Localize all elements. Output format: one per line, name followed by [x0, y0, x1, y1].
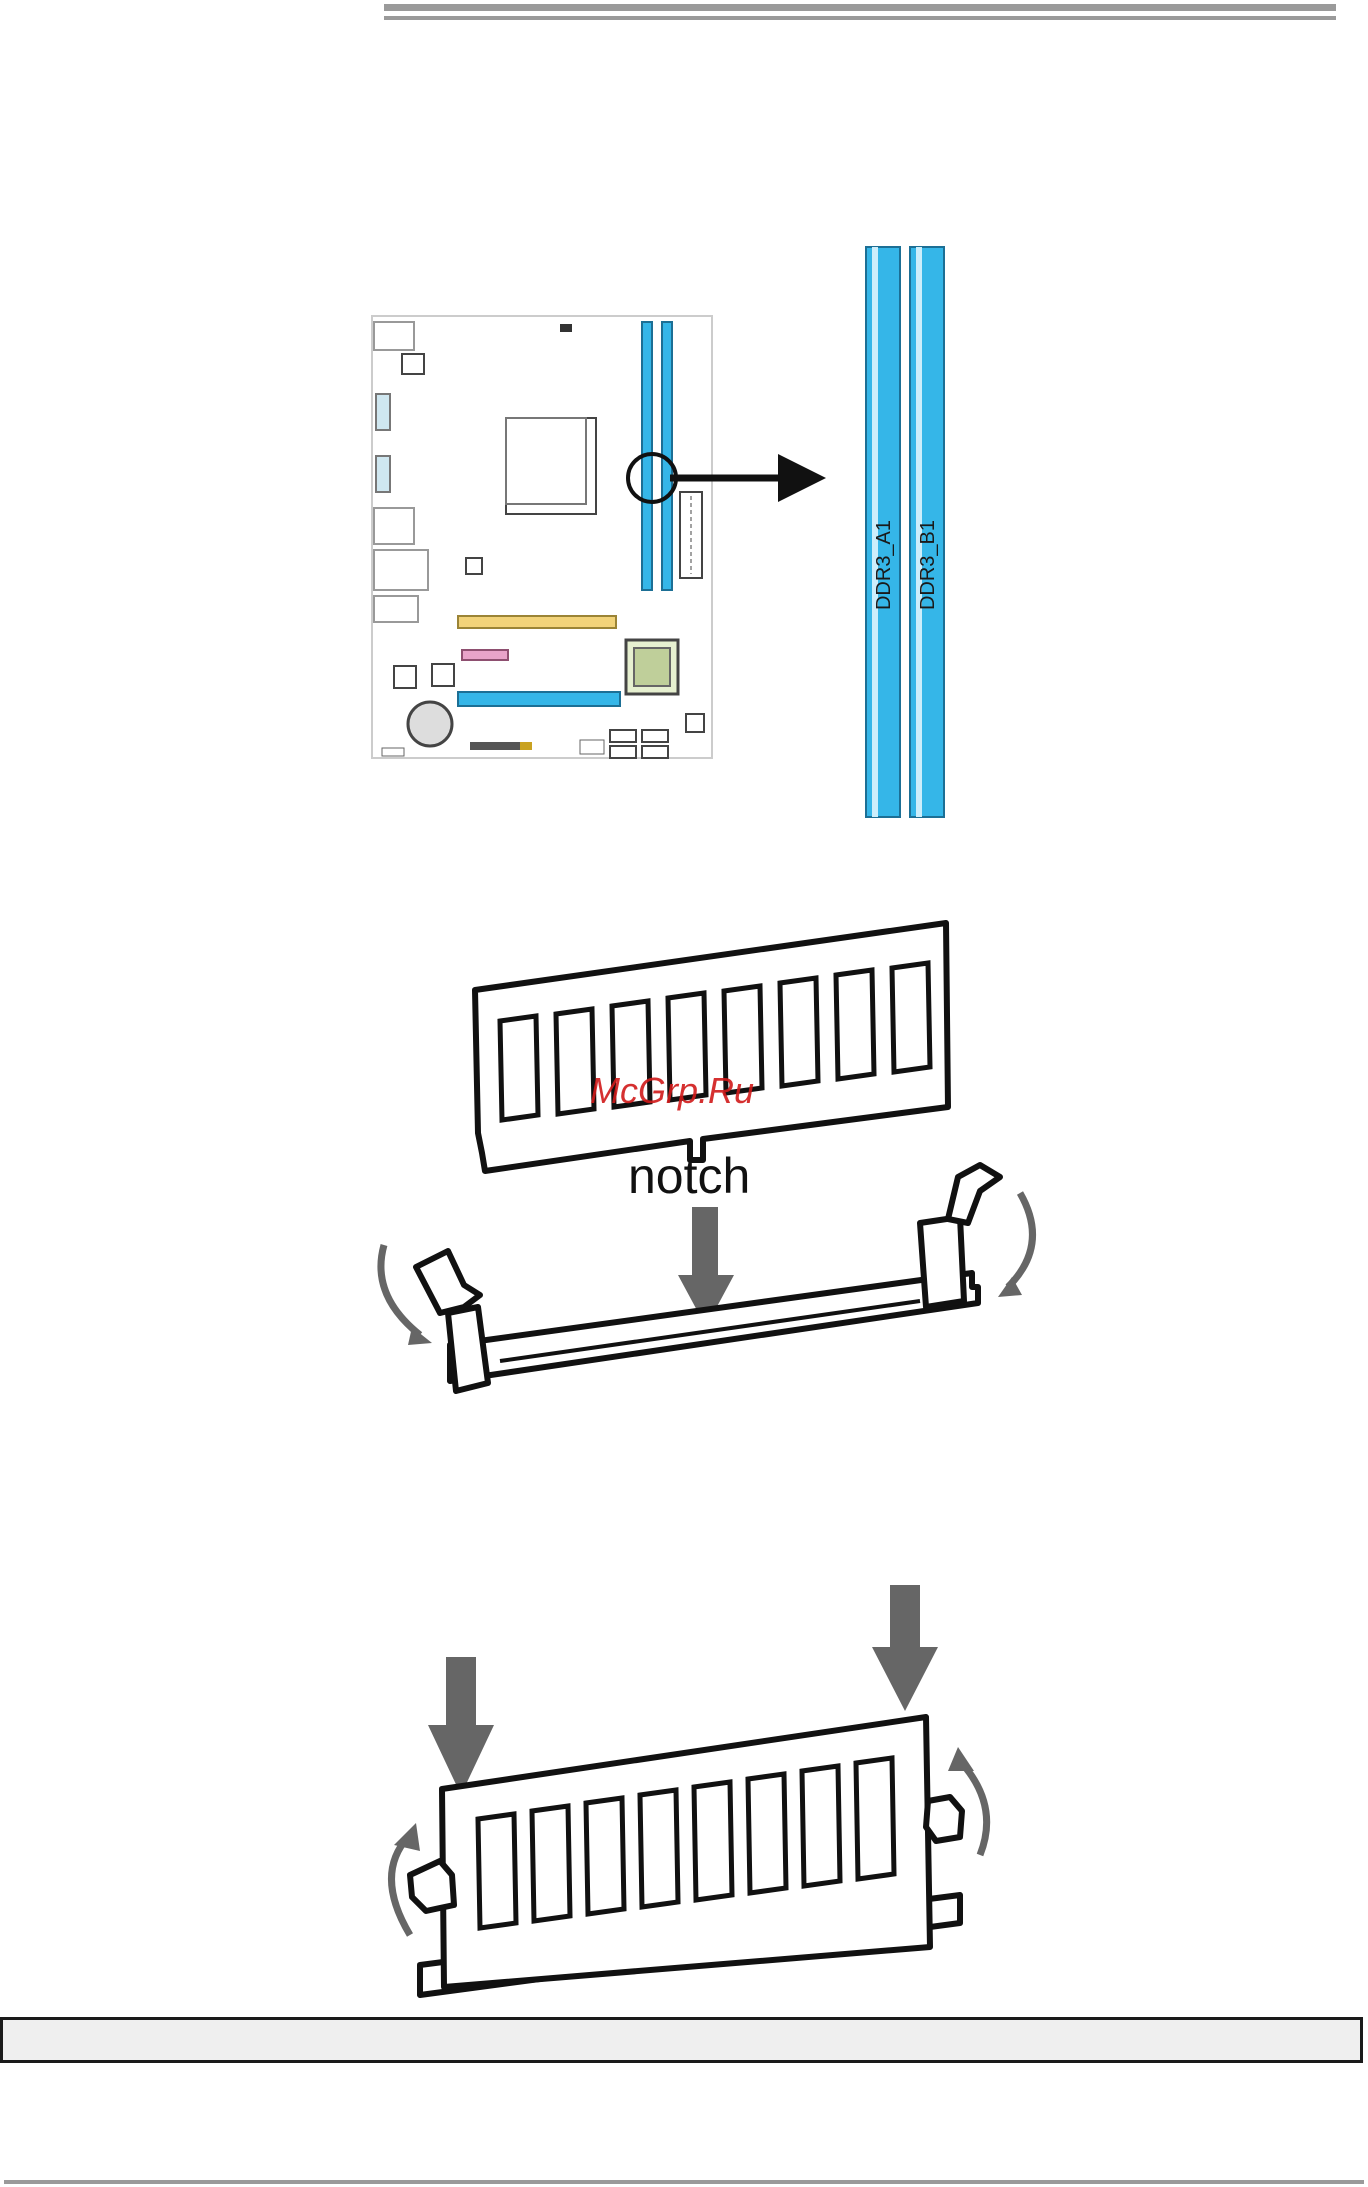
- pcie-x16-slot: [458, 692, 620, 706]
- chip: [466, 558, 482, 574]
- left-rotate-arrow-head: [408, 1327, 432, 1345]
- pointer-arrow: [670, 448, 830, 508]
- cmos-battery: [408, 702, 452, 746]
- usb-port: [374, 508, 414, 544]
- right-latch-open: [948, 1165, 1000, 1223]
- header: [580, 740, 604, 754]
- pci-slot: [458, 616, 616, 628]
- power-header: [402, 354, 424, 374]
- header-rule-thin: [384, 16, 1336, 20]
- header-rule: [384, 4, 1336, 22]
- right-lock-arrow: [960, 1761, 987, 1855]
- module-installed-diagram: [360, 1575, 1020, 2005]
- cpu-socket-inner: [506, 418, 586, 504]
- header: [382, 748, 404, 756]
- chip: [394, 666, 416, 688]
- socket-left-end: [448, 1307, 488, 1391]
- pcie-x1-slot: [462, 650, 508, 660]
- header-mark: [560, 324, 572, 332]
- right-lock-arrow-head: [948, 1747, 974, 1771]
- footer-rule: [4, 2180, 1364, 2184]
- watermark: McGrp.Ru: [590, 1070, 754, 1112]
- pointer-arrow-head: [778, 454, 826, 502]
- left-lock-arrow: [391, 1837, 410, 1935]
- sata-port: [610, 746, 636, 758]
- serial-port: [376, 456, 390, 492]
- press-right-arrow: [872, 1585, 938, 1711]
- header-highlight: [520, 742, 532, 750]
- chip: [432, 664, 454, 686]
- sata-port: [642, 746, 668, 758]
- header-rule-thick: [384, 4, 1336, 11]
- notch-label: notch: [628, 1148, 750, 1204]
- audio-port: [374, 596, 418, 622]
- right-rotate-arrow: [1008, 1193, 1033, 1287]
- motherboard-diagram: [370, 310, 720, 770]
- chipset-heatsink: [634, 648, 670, 686]
- left-latch-closed: [410, 1861, 454, 1911]
- io-port-top: [374, 322, 414, 350]
- module-insertion-diagram: notch: [360, 915, 1050, 1435]
- right-latch-closed: [926, 1797, 962, 1841]
- slot-a1-label: DDR3_A1: [873, 520, 895, 610]
- press-left-arrow: [428, 1657, 494, 1795]
- dimm-slots-enlarged: DDR3_A1 DDR3_B1: [860, 245, 970, 820]
- sata-port: [610, 730, 636, 742]
- socket-right-end: [920, 1217, 964, 1307]
- note-bar: [0, 2017, 1363, 2063]
- sata-port: [642, 730, 668, 742]
- chip: [686, 714, 704, 732]
- slot-b1-label: DDR3_B1: [917, 520, 939, 610]
- lan-usb-port: [374, 550, 428, 590]
- left-rotate-arrow: [381, 1245, 420, 1335]
- vga-port: [376, 394, 390, 430]
- left-latch-open: [416, 1251, 480, 1313]
